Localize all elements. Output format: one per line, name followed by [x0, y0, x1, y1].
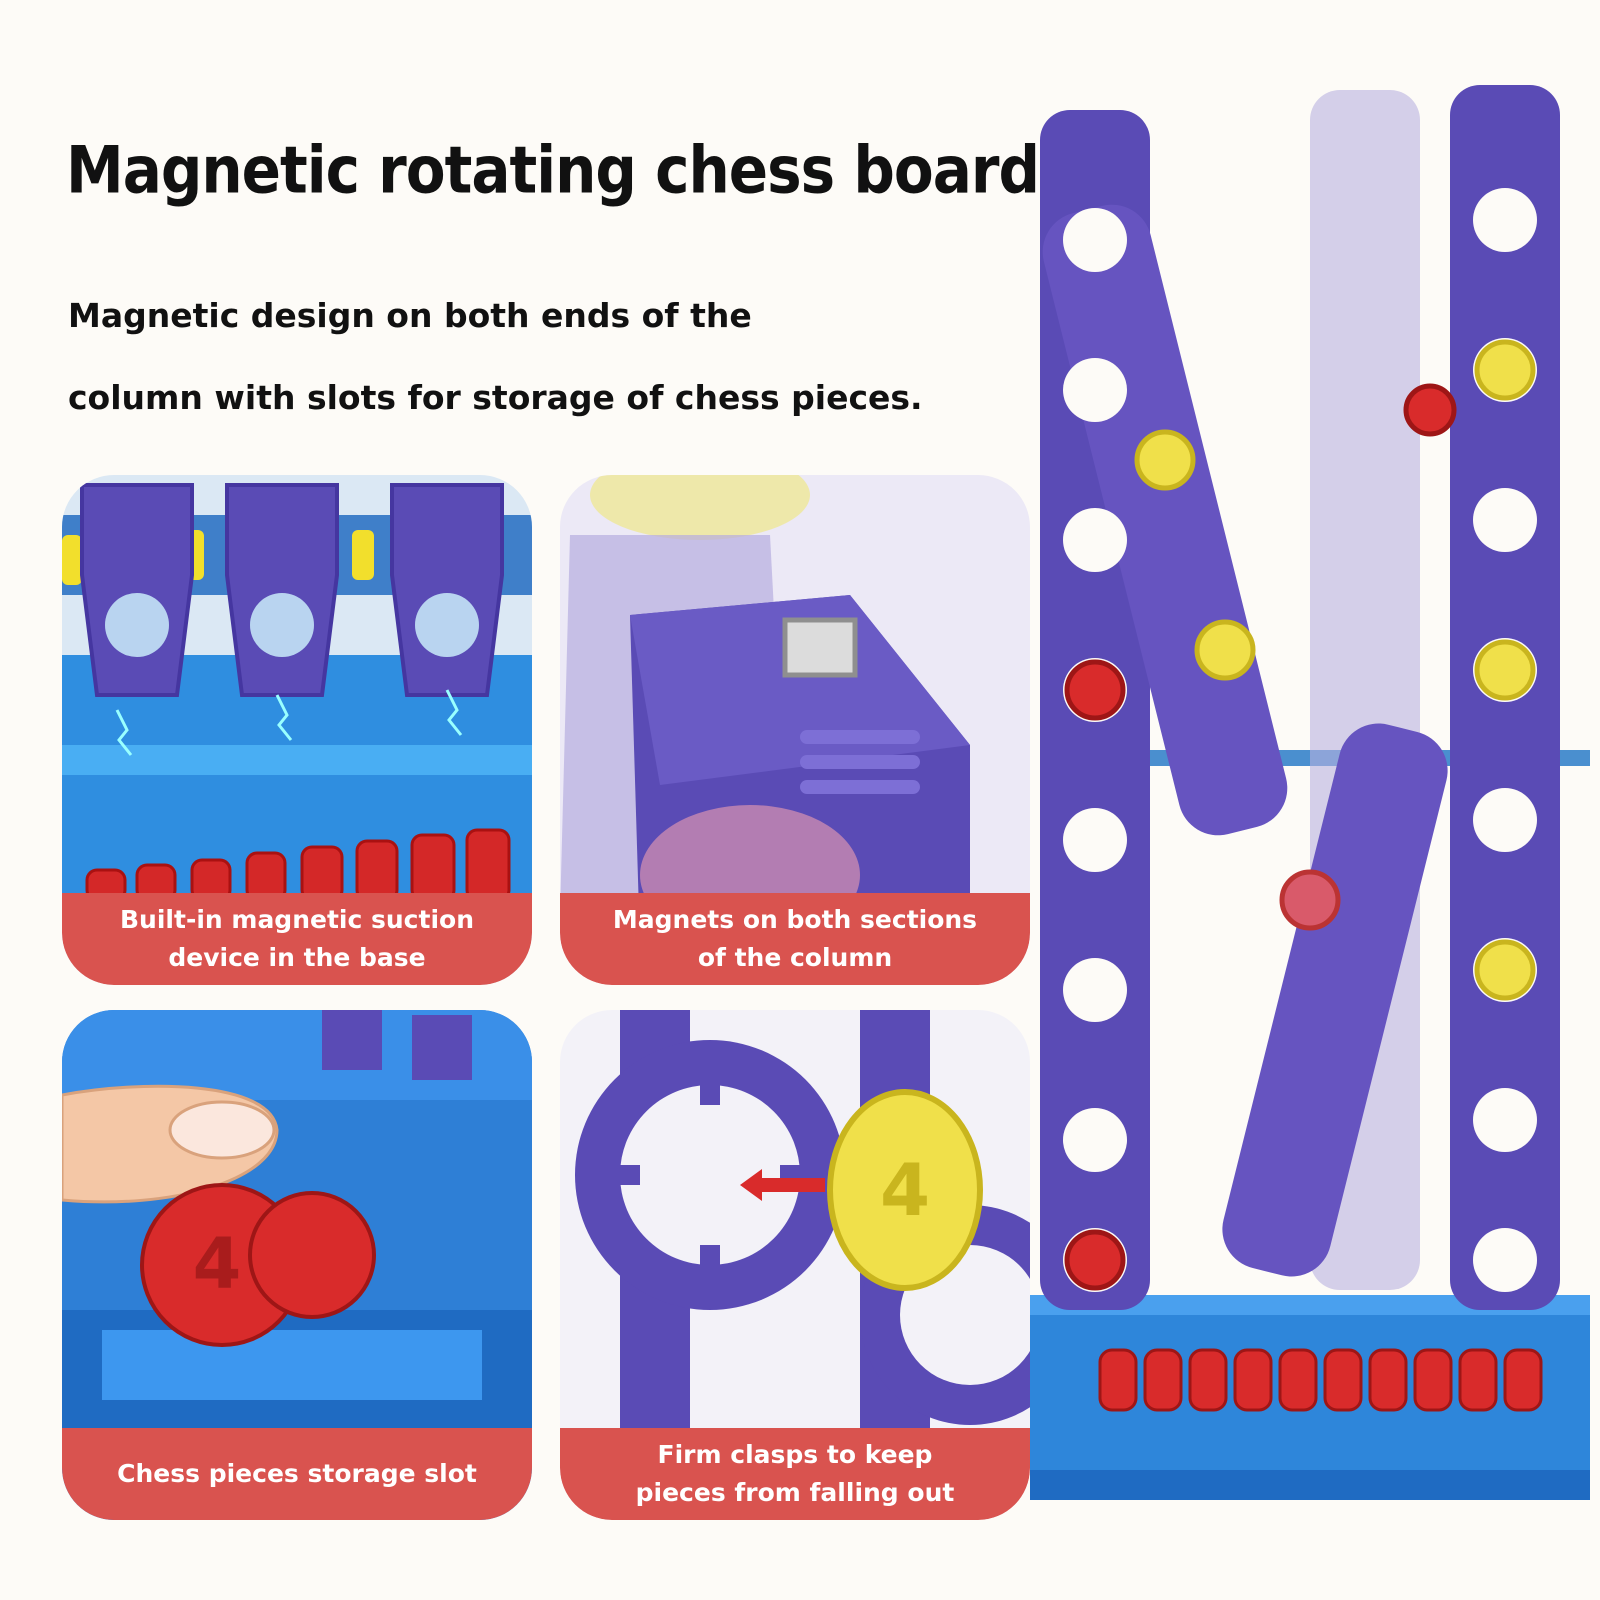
- caption-line-1: Firm clasps to keep: [657, 1440, 933, 1469]
- red-piece: [1403, 383, 1457, 437]
- product-illustration: [1030, 85, 1590, 1500]
- caption-line-1: Magnets on both sections: [612, 905, 978, 934]
- caption-line-1: Chess pieces storage slot: [117, 1459, 477, 1488]
- panel-magnetic-base: Built-in magnetic suction device in the …: [62, 475, 532, 985]
- panel-storage-slot: 4 Chess pieces storage slot: [62, 1010, 532, 1520]
- red-piece: [1064, 659, 1126, 721]
- piece-mark-4: 4: [193, 1223, 242, 1305]
- page-title: Magnetic rotating chess board: [66, 132, 1040, 209]
- yellow-piece: [1194, 619, 1256, 681]
- caption-firm-clasps: Firm clasps to keep pieces from falling …: [560, 1428, 1030, 1520]
- caption-magnetic-base: Built-in magnetic suction device in the …: [62, 893, 532, 985]
- yellow-piece: [1474, 939, 1536, 1001]
- piece-mark-4: 4: [880, 1148, 930, 1232]
- yellow-piece: [1474, 339, 1536, 401]
- caption-storage-slot: Chess pieces storage slot: [62, 1428, 532, 1520]
- caption-line-1: Built-in magnetic suction: [120, 905, 474, 934]
- description-line-2: column with slots for storage of chess p…: [68, 378, 923, 417]
- yellow-piece: [1134, 429, 1196, 491]
- panel-firm-clasps: 4 Firm clasps to keep pieces from fallin…: [560, 1010, 1030, 1520]
- caption-line-2: of the column: [697, 943, 893, 972]
- panel-column-magnets: Magnets on both sections of the column: [560, 475, 1030, 985]
- red-piece: [1064, 1229, 1126, 1291]
- caption-line-2: pieces from falling out: [635, 1478, 955, 1507]
- yellow-piece: [1474, 639, 1536, 701]
- caption-line-2: device in the base: [168, 943, 426, 972]
- description-line-1: Magnetic design on both ends of the: [68, 296, 752, 335]
- red-piece: [1279, 869, 1341, 931]
- caption-column-magnets: Magnets on both sections of the column: [560, 893, 1030, 985]
